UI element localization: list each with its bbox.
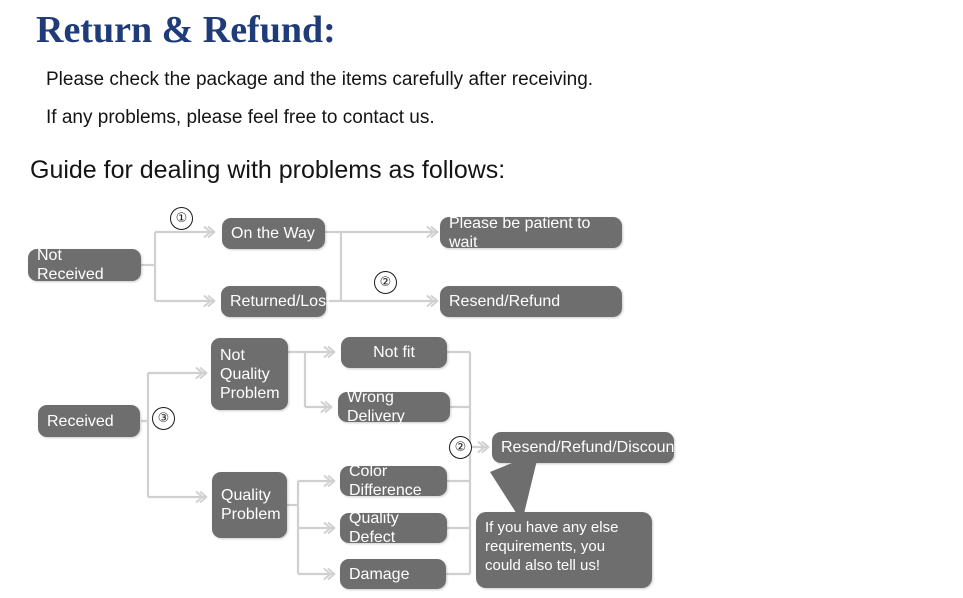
node-resend-refund[interactable]: Resend/Refund xyxy=(440,286,622,317)
node-not-quality-problem[interactable]: Not Quality Problem xyxy=(211,338,288,410)
step-marker-2-top: ② xyxy=(374,271,397,294)
page-title: Return & Refund: xyxy=(36,9,336,51)
node-not-fit[interactable]: Not fit xyxy=(341,337,447,368)
node-not-received[interactable]: Not Received xyxy=(28,247,141,283)
node-on-the-way[interactable]: On the Way xyxy=(222,218,325,249)
node-quality-defect[interactable]: Quality Defect xyxy=(340,510,447,546)
step-marker-2-bottom: ② xyxy=(449,436,472,459)
node-resend-refund-discount[interactable]: Resend/Refund/Discount xyxy=(492,432,679,463)
node-received[interactable]: Received xyxy=(38,405,140,437)
node-quality-problem[interactable]: Quality Problem xyxy=(212,472,287,538)
step-marker-1: ① xyxy=(170,207,193,230)
intro-line-1: Please check the package and the items c… xyxy=(46,69,594,90)
node-wrong-delivery[interactable]: Wrong Delivery xyxy=(338,389,450,425)
node-please-be-patient-to-wait[interactable]: Please be patient to wait xyxy=(440,215,622,251)
step-marker-3: ③ xyxy=(152,407,175,430)
intro-line-2: If any problems, please feel free to con… xyxy=(46,107,435,128)
callout-bubble: If you have any else requirements, you c… xyxy=(476,512,652,588)
callout-tail-icon xyxy=(490,452,539,522)
node-color-difference[interactable]: Color Difference xyxy=(340,463,447,499)
node-damage[interactable]: Damage xyxy=(340,559,446,589)
node-returned-lost[interactable]: Returned/Lost xyxy=(221,286,331,317)
guide-heading: Guide for dealing with problems as follo… xyxy=(30,156,506,184)
